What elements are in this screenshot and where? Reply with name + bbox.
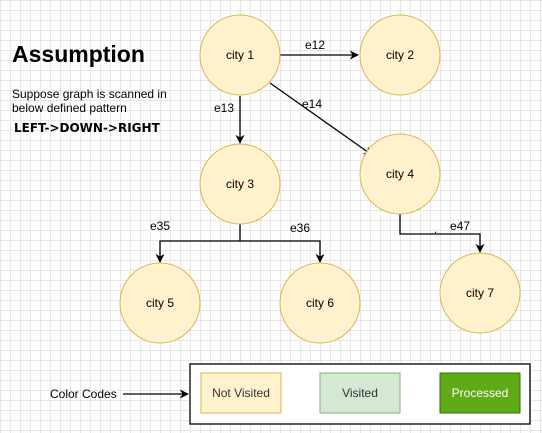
node-city-7[interactable]: city 7 [439, 252, 521, 334]
edges-group [155, 50, 485, 263]
legend-swatch-visited [319, 372, 401, 414]
node-city-7-label: city 7 [466, 286, 494, 300]
legend-label: Color Codes [50, 387, 117, 401]
legend-item-not-visited: Not Visited [200, 372, 282, 414]
edge-dot-mark: . [434, 222, 437, 236]
legend-item-visited: Visited [319, 372, 401, 414]
node-city-5-circle [119, 262, 201, 344]
edge-labels-group: e12 e13 e14 e35 e36 e47 . [150, 38, 470, 236]
edge-label-e36: e36 [290, 221, 310, 235]
page-title: Assumption [12, 41, 145, 67]
edge-label-e12: e12 [305, 38, 325, 52]
color-legend: Color Codes Not Visited Visited Processe… [50, 363, 531, 425]
legend-text-not-visited: Not Visited [212, 386, 270, 400]
node-city-2[interactable]: city 2 [359, 14, 441, 96]
legend-swatch-processed [439, 372, 521, 414]
edge-label-e13: e13 [214, 101, 234, 115]
edge-label-e35: e35 [150, 219, 170, 233]
edge-e47 [399, 214, 485, 253]
edge-e36 [240, 240, 325, 263]
node-city-6[interactable]: city 6 [279, 262, 361, 344]
node-city-6-label: city 6 [306, 296, 334, 310]
nodes-group: city 1 city 2 city 3 city 4 city 5 city … [119, 14, 521, 344]
node-city-5-label: city 5 [146, 296, 174, 310]
description-line-1: Suppose graph is scanned in [12, 87, 167, 101]
description-line-2: below defined pattern [12, 101, 127, 115]
node-city-5[interactable]: city 5 [119, 262, 201, 344]
node-city-4[interactable]: city 4 [359, 133, 441, 215]
legend-text-visited: Visited [342, 386, 378, 400]
node-city-6-circle [279, 262, 361, 344]
node-city-1-label: city 1 [226, 48, 254, 62]
node-city-2-circle [359, 14, 441, 96]
node-city-4-label: city 4 [386, 167, 414, 181]
node-city-1[interactable]: city 1 [199, 14, 281, 96]
node-city-4-circle [359, 133, 441, 215]
edge-label-e47: e47 [450, 219, 470, 233]
edge-label-e14: e14 [302, 97, 322, 111]
node-city-3-circle [199, 143, 281, 225]
node-city-1-circle [199, 14, 281, 96]
node-city-7-circle [439, 252, 521, 334]
node-city-3-label: city 3 [226, 177, 254, 191]
legend-swatch-not-visited [200, 372, 282, 414]
node-city-3[interactable]: city 3 [199, 143, 281, 225]
edge-e14 [269, 82, 373, 156]
scan-pattern: LEFT->DOWN->RIGHT [14, 121, 161, 135]
legend-item-processed: Processed [439, 372, 521, 414]
edge-e35 [155, 224, 241, 263]
legend-text-processed: Processed [452, 386, 509, 400]
node-city-2-label: city 2 [386, 48, 414, 62]
